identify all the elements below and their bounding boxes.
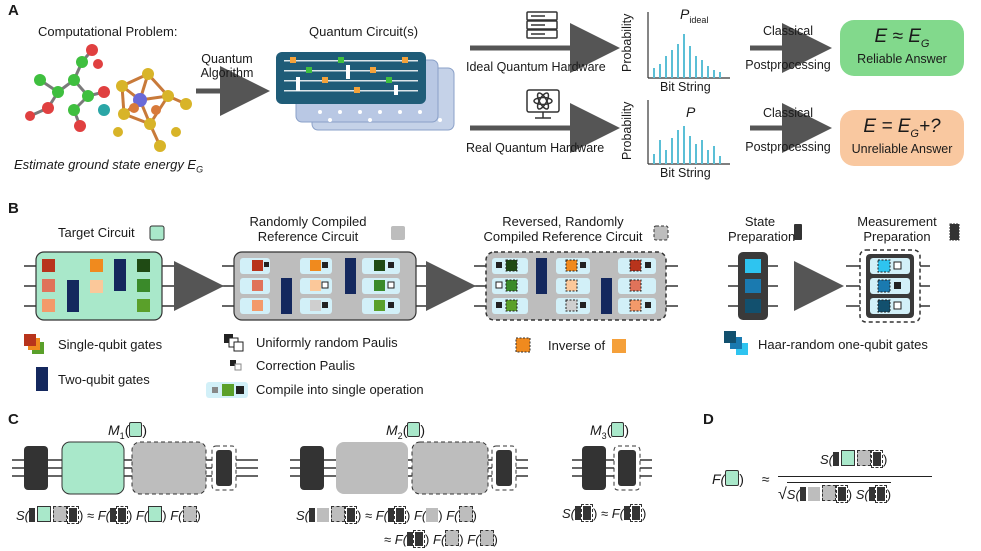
panel-label-c: C: [8, 411, 19, 428]
panel-d-denominator: √S() S(): [778, 482, 892, 504]
quantum-circuits-title: Quantum Circuit(s): [309, 24, 419, 39]
postprocessing-label-real: Postprocessing: [745, 140, 831, 154]
unreliable-answer-box: E = EG+? Unreliable Answer: [840, 110, 964, 166]
randomly-compiled-reference-circuit: [233, 251, 417, 321]
m2-equation-line2: ≈ F() F() F(): [384, 530, 498, 548]
ideal-histogram: [647, 12, 730, 79]
reversed-reference-circuit: [485, 251, 667, 321]
metal-cluster-illustration: [113, 68, 192, 152]
target-circuit: [35, 251, 163, 321]
target-circuit-title: Target Circuit: [58, 225, 135, 240]
ideal-bitstring-axis-label: Bit String: [660, 80, 711, 94]
legend-inverse-target-icon: [612, 339, 626, 353]
postprocessing-label-ideal: Postprocessing: [745, 58, 831, 72]
panel-d-lhs: F() ≈: [712, 470, 770, 487]
computational-problem-title: Computational Problem:: [38, 24, 178, 39]
classical-label-ideal: Classical: [762, 24, 813, 38]
reference-circuit-symbol: [391, 226, 405, 240]
m2-target-symbol: [407, 422, 421, 437]
legend-inverse-icon-dashed: [515, 337, 531, 353]
m3-target-symbol: [611, 422, 625, 437]
server-icon: [526, 11, 558, 39]
panel-label-a: A: [8, 2, 19, 19]
legend-inverse-label: Inverse of: [548, 338, 606, 353]
legend-pauli-icon: [224, 334, 244, 352]
measurement-prep-symbol: [949, 223, 960, 241]
m3-label: M3(): [590, 422, 630, 441]
m2-label: M2(): [386, 422, 426, 441]
state-preparation-block: [738, 252, 768, 320]
legend-compile-icon: [206, 382, 248, 398]
estimate-caption: Estimate ground state energy EG: [14, 157, 204, 175]
legend-compile-label: Compile into single operation: [256, 382, 424, 397]
m1-target-symbol: [129, 422, 143, 437]
legend-single-qubit-icon: [24, 334, 44, 354]
m3-equation: S() ≈ F(): [562, 504, 647, 522]
real-histogram: [647, 100, 730, 165]
p-real-label: P: [686, 104, 696, 120]
legend-correction-label: Correction Paulis: [256, 358, 355, 373]
ideal-prob-axis-label: Probability: [620, 13, 634, 72]
m3-circuit: [582, 445, 641, 491]
state-prep-symbol: [794, 224, 802, 240]
panel-label-d: D: [703, 411, 714, 428]
real-hardware-label: Real Quantum Hardware: [466, 141, 605, 155]
reliable-answer-box: E ≈ EG Reliable Answer: [840, 20, 964, 76]
atom-monitor-icon: [526, 89, 560, 119]
panel-d-numerator: S(): [820, 450, 888, 468]
panel-d-fraction-bar: [778, 476, 932, 477]
real-bitstring-axis-label: Bit String: [660, 166, 711, 180]
legend-paulis-label: Uniformly random Paulis: [256, 335, 398, 350]
m2-equation: S() ≈ F() F() F(): [296, 506, 477, 524]
p-ideal-label: Pideal: [680, 6, 709, 25]
m1-label: M1(): [108, 422, 148, 441]
m1-circuit: [24, 441, 237, 495]
ideal-hardware-label: Ideal Quantum Hardware: [466, 60, 606, 74]
legend-two-qubit-label: Two-qubit gates: [58, 372, 150, 387]
molecule-illustration: [25, 44, 110, 132]
reversed-circuit-symbol: [653, 225, 669, 241]
panel-label-b: B: [8, 200, 19, 217]
target-circuit-symbol: [149, 225, 165, 241]
legend-single-qubit-label: Single-qubit gates: [58, 337, 163, 352]
legend-haar-icon: [724, 331, 748, 355]
real-prob-axis-label: Probability: [620, 101, 634, 160]
legend-correction-icon: [230, 360, 242, 371]
m1-equation: S() ≈ F() F() F(): [16, 506, 201, 524]
classical-label-real: Classical: [762, 106, 813, 120]
quantum-circuits-stack: [276, 52, 455, 131]
measurement-preparation-block: [859, 249, 921, 323]
m2-circuit: [300, 441, 517, 495]
legend-two-qubit-icon: [36, 367, 48, 391]
legend-haar-label: Haar-random one-qubit gates: [758, 337, 928, 352]
